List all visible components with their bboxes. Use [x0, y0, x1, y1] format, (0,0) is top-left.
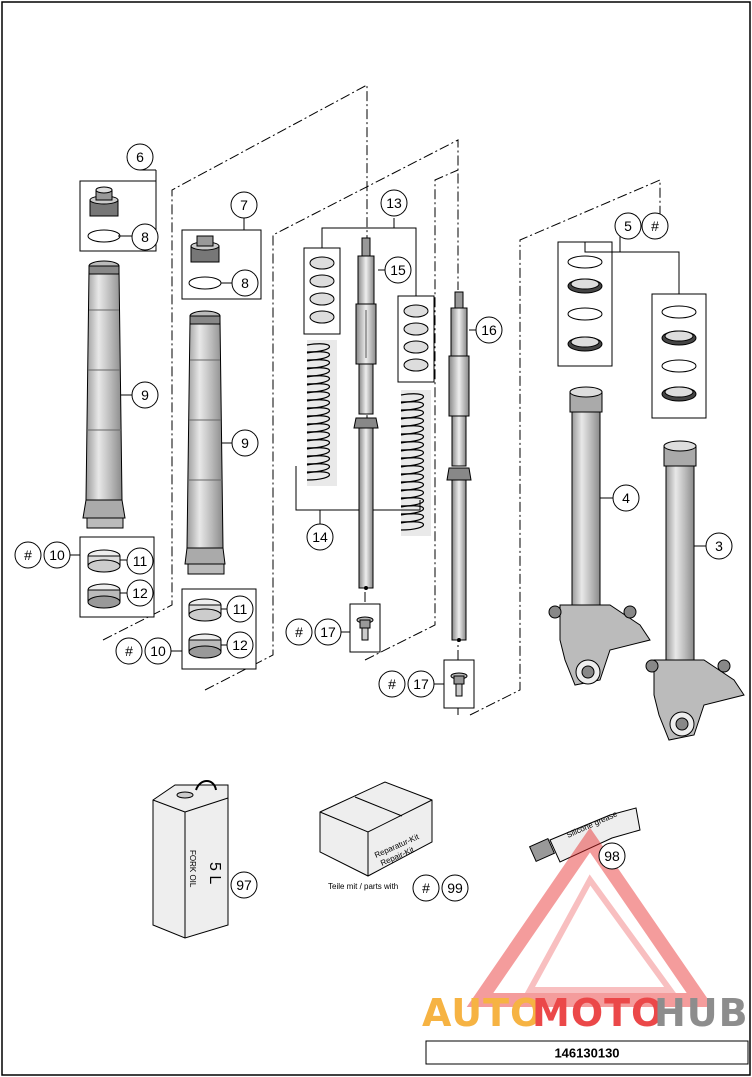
svg-text:#: #	[651, 218, 659, 234]
svg-text:#: #	[388, 676, 396, 692]
oil-can-label-2: 5 L	[206, 862, 223, 884]
callout-97: 97	[230, 871, 258, 899]
svg-text:97: 97	[236, 877, 252, 893]
svg-text:4: 4	[622, 490, 630, 506]
svg-text:12: 12	[132, 585, 148, 601]
svg-text:16: 16	[481, 322, 497, 338]
lower-legs-group	[548, 226, 745, 741]
svg-text:8: 8	[241, 275, 249, 291]
callout-5: 5	[614, 212, 642, 240]
callout-10b-hash: #	[115, 637, 143, 665]
callout-15: 15	[384, 256, 412, 284]
svg-text:3: 3	[715, 538, 723, 554]
second-fork-tube-group	[181, 229, 262, 670]
svg-text:15: 15	[390, 262, 406, 278]
bolt-17b	[450, 672, 468, 697]
lower-leg-4	[548, 386, 651, 686]
callout-98: 98	[598, 842, 626, 870]
callout-6: 6	[126, 143, 154, 171]
callout-17a-hash: #	[285, 618, 313, 646]
callouts: 6 8 9 # 10 11 12 7 8 9 # 10 11 12 13 15 …	[14, 143, 733, 902]
callout-11a: 11	[126, 547, 154, 575]
callout-99-hash: #	[412, 874, 440, 902]
svg-text:6: 6	[136, 149, 144, 165]
svg-text:#: #	[295, 624, 303, 640]
outer-tube-9a	[82, 260, 126, 529]
callout-13: 13	[380, 189, 408, 217]
repair-kit-box: Reparatur-Kit Repair-Kit Teile mit / par…	[319, 781, 433, 891]
lower-leg-3	[645, 440, 745, 741]
callout-8b: 8	[231, 269, 259, 297]
callout-16: 16	[475, 316, 503, 344]
oil-can-label-1: FORK OIL	[188, 850, 197, 888]
watermark-part2: MOTO	[532, 991, 664, 1035]
svg-text:9: 9	[241, 435, 249, 451]
watermark-part3: HUB	[654, 991, 749, 1035]
svg-text:#: #	[422, 880, 430, 896]
callout-4: 4	[612, 484, 640, 512]
callout-17b: 17	[407, 670, 435, 698]
callout-12a: 12	[126, 579, 154, 607]
svg-text:8: 8	[141, 229, 149, 245]
cartridge-spring-group	[295, 218, 476, 709]
callout-5-hash: #	[641, 212, 669, 240]
svg-text:17: 17	[413, 676, 429, 692]
callout-3: 3	[705, 532, 733, 560]
svg-text:99: 99	[447, 880, 463, 896]
fork-cap-7	[190, 235, 220, 263]
watermark-part1: AUTO	[422, 991, 543, 1035]
svg-text:#: #	[24, 547, 32, 563]
callout-17a: 17	[314, 618, 342, 646]
drawing-number-box	[425, 1040, 749, 1065]
callout-17b-hash: #	[378, 670, 406, 698]
drawing-number: 146130130	[554, 1046, 619, 1061]
callout-11b: 11	[226, 595, 254, 623]
repair-kit-caption: Teile mit / parts with	[328, 882, 398, 891]
callout-7: 7	[230, 191, 258, 219]
svg-text:#: #	[125, 643, 133, 659]
callout-10a-hash: #	[14, 541, 42, 569]
outer-tube-9b	[184, 310, 226, 575]
svg-text:13: 13	[386, 195, 402, 211]
watermark-logo: AUTO MOTO HUB	[422, 827, 749, 1035]
cartridge-15	[353, 237, 379, 590]
svg-text:9: 9	[141, 387, 149, 403]
svg-text:10: 10	[49, 547, 65, 563]
svg-text:14: 14	[312, 529, 328, 545]
callout-12b: 12	[226, 631, 254, 659]
svg-text:7: 7	[240, 197, 248, 213]
callout-10b: 10	[144, 637, 172, 665]
svg-text:12: 12	[232, 637, 248, 653]
callout-9b: 9	[231, 429, 259, 457]
svg-text:10: 10	[150, 643, 166, 659]
callout-99: 99	[441, 874, 469, 902]
left-fork-tube-group	[79, 169, 157, 618]
svg-text:17: 17	[320, 624, 336, 640]
fork-oil-can: FORK OIL 5 L	[152, 780, 229, 939]
svg-text:11: 11	[133, 553, 148, 569]
spring-14a	[306, 340, 337, 486]
bolt-17a	[356, 616, 374, 641]
spring-14b	[400, 390, 431, 536]
cartridge-16	[446, 291, 472, 642]
fork-cap-6	[89, 186, 119, 217]
callout-9a: 9	[131, 381, 159, 409]
svg-text:11: 11	[233, 601, 248, 617]
callout-14: 14	[306, 523, 334, 551]
svg-text:98: 98	[604, 848, 620, 864]
callout-10a: 10	[43, 541, 71, 569]
callout-8a: 8	[131, 223, 159, 251]
svg-text:5: 5	[624, 218, 632, 234]
